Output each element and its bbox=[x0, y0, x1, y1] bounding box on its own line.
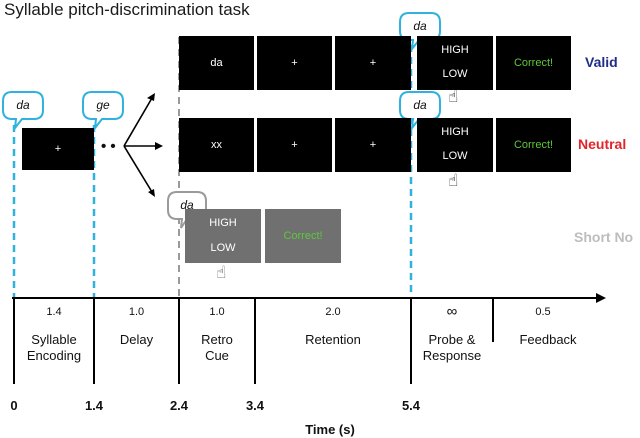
short-probe-low: LOW bbox=[210, 242, 236, 254]
valid-cue-box: da bbox=[179, 36, 254, 90]
segment-name: Syllable Encoding bbox=[14, 332, 94, 364]
neutral-retention-box-2: + bbox=[335, 118, 411, 172]
segment-name: Retro Cue bbox=[179, 332, 255, 364]
valid-retention-1-text: + bbox=[291, 57, 298, 69]
segment-name-line2: Encoding bbox=[26, 348, 82, 363]
short-probe-high: HIGH bbox=[209, 217, 237, 229]
time-axis-ticks bbox=[13, 298, 494, 384]
short-probe-box: HIGH LOW bbox=[185, 209, 261, 263]
segment-name-line2: Response bbox=[422, 348, 482, 363]
segment-duration: 0.5 bbox=[535, 306, 551, 318]
pointing-hand-icon: ☝ bbox=[448, 171, 459, 190]
segment-name-line1: Probe & bbox=[428, 332, 476, 347]
valid-retention-box-2: + bbox=[335, 36, 411, 90]
segment-duration: ∞ bbox=[446, 303, 458, 320]
branch-arrowheads bbox=[147, 93, 163, 197]
branch-arrow-icon bbox=[123, 97, 158, 193]
bubble-syllable-2: ge bbox=[96, 98, 110, 112]
bubble-valid: da bbox=[413, 19, 427, 33]
neutral-feedback-text: Correct! bbox=[513, 139, 554, 151]
segment-name: Probe & Response bbox=[411, 332, 493, 364]
segment-name-line1: Retro bbox=[201, 332, 233, 347]
tick-label: 5.4 bbox=[401, 398, 421, 413]
segment-name-line2: Cue bbox=[205, 348, 229, 363]
valid-retention-box-1: + bbox=[257, 36, 332, 90]
neutral-feedback-box: Correct! bbox=[496, 118, 571, 172]
neutral-cue-text: xx bbox=[211, 139, 222, 151]
axis-title: Time (s) bbox=[305, 422, 355, 437]
segment-name-line1: Retention bbox=[305, 332, 361, 347]
neutral-probe-box: HIGH LOW bbox=[417, 118, 493, 172]
diagram-title: Syllable pitch-discrimination task bbox=[4, 0, 250, 19]
segment-name: Feedback bbox=[493, 332, 603, 348]
neutral-retention-box-1: + bbox=[257, 118, 332, 172]
segment-name-line1: Delay bbox=[119, 332, 154, 347]
neutral-retention-1-text: + bbox=[291, 139, 298, 151]
short-feedback-text: Correct! bbox=[283, 230, 323, 242]
segment-name-line1: Feedback bbox=[519, 332, 577, 347]
neutral-retention-2-text: + bbox=[369, 139, 377, 151]
short-feedback-box: Correct! bbox=[265, 209, 341, 263]
valid-cue-text: da bbox=[210, 57, 223, 69]
time-axis-arrowhead bbox=[596, 293, 606, 303]
tick-label: 3.4 bbox=[245, 398, 265, 413]
bubble-syllable-1: da bbox=[16, 98, 30, 112]
segment-duration: 1.0 bbox=[209, 306, 225, 318]
segment-name: Retention bbox=[255, 332, 411, 348]
neutral-cue-box: xx bbox=[179, 118, 254, 172]
short-label: Short No bbox=[574, 229, 634, 245]
valid-probe-box: HIGH LOW bbox=[417, 36, 493, 90]
valid-feedback-box: Correct! bbox=[496, 36, 571, 90]
ellipsis-dots: • • bbox=[101, 138, 116, 155]
segment-duration: 1.0 bbox=[128, 306, 145, 318]
neutral-label: Neutral bbox=[578, 136, 627, 152]
segment-duration: 2.0 bbox=[325, 306, 341, 318]
valid-retention-2-text: + bbox=[369, 57, 377, 69]
valid-label: Valid bbox=[585, 54, 618, 70]
tick-label: 0 bbox=[10, 398, 18, 413]
valid-probe-low: LOW bbox=[442, 68, 468, 80]
valid-feedback-text: Correct! bbox=[513, 57, 554, 69]
encoding-box: + bbox=[22, 128, 94, 170]
tick-label: 2.4 bbox=[169, 398, 189, 413]
segment-name-line1: Syllable bbox=[31, 332, 77, 347]
pointing-hand-icon: ☝ bbox=[216, 263, 227, 282]
bubble-short: da bbox=[180, 198, 194, 212]
pointing-hand-icon: ☝ bbox=[448, 87, 459, 106]
segment-name: Delay bbox=[94, 332, 179, 348]
segment-duration: 1.4 bbox=[46, 306, 62, 318]
valid-probe-high: HIGH bbox=[441, 44, 469, 56]
tick-label: 1.4 bbox=[84, 398, 104, 413]
neutral-probe-low: LOW bbox=[442, 150, 468, 162]
neutral-probe-high: HIGH bbox=[441, 126, 469, 138]
bubble-neutral: da bbox=[413, 98, 427, 112]
fixation-cross: + bbox=[54, 143, 62, 155]
